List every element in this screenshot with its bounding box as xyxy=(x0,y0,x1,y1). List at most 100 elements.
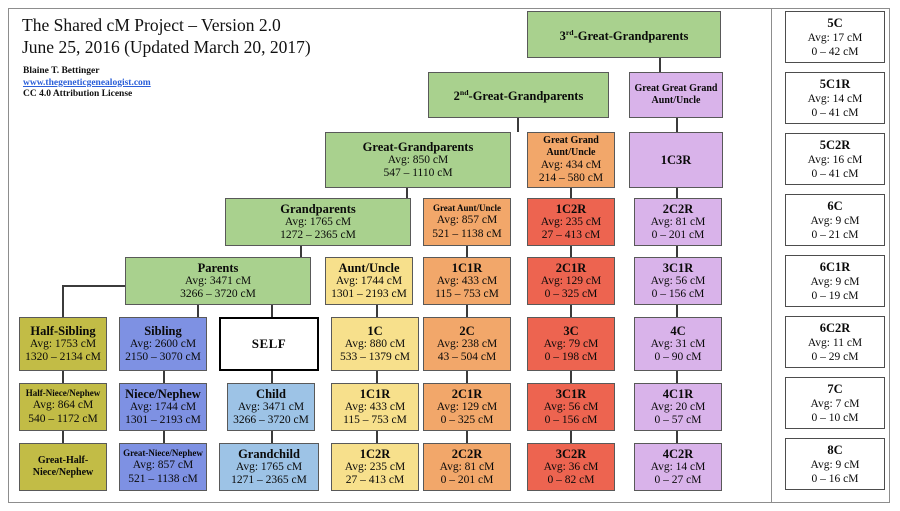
author-name: Blaine T. Bettinger xyxy=(23,66,100,76)
connector xyxy=(197,305,199,317)
box-3c1r-bottom[interactable]: 3C1R Avg: 56 cM 0 – 156 cM xyxy=(527,383,615,431)
box-sibling[interactable]: Sibling Avg: 2600 cM 2150 – 3070 cM xyxy=(119,317,207,371)
box-label: 4C1R xyxy=(662,386,694,401)
box-average: Avg: 11 cM xyxy=(807,336,863,349)
box-1c2r-bottom[interactable]: 1C2R Avg: 235 cM 27 – 413 cM xyxy=(331,443,419,491)
vertical-divider xyxy=(771,9,772,502)
box-4c2r[interactable]: 4C2R Avg: 14 cM 0 – 27 cM xyxy=(634,443,722,491)
box-5c2r[interactable]: 5C2R Avg: 16 cM 0 – 41 cM xyxy=(785,133,885,185)
connector xyxy=(517,118,519,132)
box-range: 2150 – 3070 cM xyxy=(125,351,201,363)
box-1c3r[interactable]: 1C3R xyxy=(629,132,723,188)
box-range: 540 – 1172 cM xyxy=(28,412,98,425)
connector xyxy=(271,371,273,383)
box-1c2r-top[interactable]: 1C2R Avg: 235 cM 27 – 413 cM xyxy=(527,198,615,246)
box-average: Avg: 1765 cM xyxy=(235,460,303,473)
box-6c2r[interactable]: 6C2R Avg: 11 cM 0 – 29 cM xyxy=(785,316,885,368)
box-great-aunt-uncle[interactable]: Great Aunt/Uncle Avg: 857 cM 521 – 1138 … xyxy=(423,198,511,246)
connector xyxy=(676,431,678,443)
box-2c1r-top[interactable]: 2C1R Avg: 129 cM 0 – 325 cM xyxy=(527,257,615,305)
box-range: 0 – 198 cM xyxy=(544,351,598,363)
box-average: Avg: 9 cM xyxy=(810,214,860,227)
box-2c2r-bottom[interactable]: 2C2R Avg: 81 cM 0 – 201 cM xyxy=(423,443,511,491)
box-3c2r[interactable]: 3C2R Avg: 36 cM 0 – 82 cM xyxy=(527,443,615,491)
box-label: Niece/Nephew xyxy=(125,386,201,401)
box-4c[interactable]: 4C Avg: 31 cM 0 – 90 cM xyxy=(634,317,722,371)
box-average: Avg: 79 cM xyxy=(543,337,599,350)
box-range: 533 – 1379 cM xyxy=(340,351,410,363)
box-6c[interactable]: 6C Avg: 9 cM 0 – 21 cM xyxy=(785,194,885,246)
box-average: Avg: 56 cM xyxy=(650,274,706,287)
box-self[interactable]: SELF xyxy=(219,317,319,371)
box-child[interactable]: Child Avg: 3471 cM 3266 – 3720 cM xyxy=(227,383,315,431)
connector xyxy=(570,371,572,383)
connector-elbow-horizontal xyxy=(62,285,127,287)
box-8c[interactable]: 8C Avg: 9 cM 0 – 16 cM xyxy=(785,438,885,490)
box-half-niece-nephew[interactable]: Half-Niece/Nephew Avg: 864 cM 540 – 1172… xyxy=(19,383,107,431)
box-range: 1271 – 2365 cM xyxy=(231,474,307,486)
box-average: Avg: 235 cM xyxy=(344,460,406,473)
connector xyxy=(676,371,678,383)
box-label: 4C2R xyxy=(662,446,694,461)
box-2c2r-top[interactable]: 2C2R Avg: 81 cM 0 – 201 cM xyxy=(634,198,722,246)
box-1c[interactable]: 1C Avg: 880 cM 533 – 1379 cM xyxy=(331,317,419,371)
connector xyxy=(271,305,273,317)
box-2c1r-bottom[interactable]: 2C1R Avg: 129 cM 0 – 325 cM xyxy=(423,383,511,431)
box-great-great-grand-aunt-uncle[interactable]: Great Great Grand Aunt/Uncle xyxy=(629,72,723,118)
box-average: Avg: 20 cM xyxy=(650,400,706,413)
box-label: 6C xyxy=(827,198,843,213)
box-label: Grandchild xyxy=(238,446,300,461)
box-niece-nephew[interactable]: Niece/Nephew Avg: 1744 cM 1301 – 2193 cM xyxy=(119,383,207,431)
box-7c[interactable]: 7C Avg: 7 cM 0 – 10 cM xyxy=(785,377,885,429)
box-average: Avg: 14 cM xyxy=(650,460,706,473)
box-range: 0 – 41 cM xyxy=(811,106,859,119)
box-average: Avg: 17 cM xyxy=(807,31,863,44)
box-great-niece-nephew[interactable]: Great-Niece/Nephew Avg: 857 cM 521 – 113… xyxy=(119,443,207,491)
box-label: 7C xyxy=(827,381,843,396)
connector xyxy=(163,431,165,443)
box-3c[interactable]: 3C Avg: 79 cM 0 – 198 cM xyxy=(527,317,615,371)
box-label: 1C3R xyxy=(660,153,692,167)
box-range: 0 – 16 cM xyxy=(811,472,859,485)
box-range: 0 – 42 cM xyxy=(811,45,859,58)
box-range: 43 – 504 cM xyxy=(437,351,497,363)
box-2nd-great-grandparents[interactable]: 2nd-Great-Grandparents xyxy=(428,72,609,118)
box-great-half-niece-nephew[interactable]: Great-Half-Niece/Nephew xyxy=(19,443,107,491)
box-label: 5C1R xyxy=(819,76,851,91)
box-great-grand-aunt-uncle[interactable]: Great Grand Aunt/Uncle Avg: 434 cM 214 –… xyxy=(527,132,615,188)
connector xyxy=(466,371,468,383)
box-label: 3C1R xyxy=(662,260,694,275)
box-average: Avg: 235 cM xyxy=(540,215,602,228)
box-1c1r-bottom[interactable]: 1C1R Avg: 433 cM 115 – 753 cM xyxy=(331,383,419,431)
website-link[interactable]: www.thegeneticgenealogist.com xyxy=(23,77,151,88)
connector xyxy=(466,431,468,443)
box-5c1r[interactable]: 5C1R Avg: 14 cM 0 – 41 cM xyxy=(785,72,885,124)
box-label: 1C2R xyxy=(359,446,391,461)
box-grandparents[interactable]: Grandparents Avg: 1765 cM 1272 – 2365 cM xyxy=(225,198,411,246)
box-range: 0 – 27 cM xyxy=(654,474,702,486)
box-great-grandparents[interactable]: Great-Grandparents Avg: 850 cM 547 – 111… xyxy=(325,132,511,188)
box-5c[interactable]: 5C Avg: 17 cM 0 – 42 cM xyxy=(785,11,885,63)
box-range: 1301 – 2193 cM xyxy=(331,288,407,300)
box-label: 3C xyxy=(563,323,579,338)
box-parents[interactable]: Parents Avg: 3471 cM 3266 – 3720 cM xyxy=(125,257,311,305)
box-average: Avg: 433 cM xyxy=(436,274,498,287)
box-2c[interactable]: 2C Avg: 238 cM 43 – 504 cM xyxy=(423,317,511,371)
box-half-sibling[interactable]: Half-Sibling Avg: 1753 cM 1320 – 2134 cM xyxy=(19,317,107,371)
box-1c1r-top[interactable]: 1C1R Avg: 433 cM 115 – 753 cM xyxy=(423,257,511,305)
box-6c1r[interactable]: 6C1R Avg: 9 cM 0 – 19 cM xyxy=(785,255,885,307)
connector xyxy=(466,305,468,317)
box-4c1r[interactable]: 4C1R Avg: 20 cM 0 – 57 cM xyxy=(634,383,722,431)
connector xyxy=(62,431,64,443)
box-3rd-great-grandparents[interactable]: 3rd-Great-Grandparents xyxy=(527,11,721,58)
box-average: Avg: 2600 cM xyxy=(129,337,197,350)
connector xyxy=(466,246,468,258)
box-3c1r-top[interactable]: 3C1R Avg: 56 cM 0 – 156 cM xyxy=(634,257,722,305)
box-grandchild[interactable]: Grandchild Avg: 1765 cM 1271 – 2365 cM xyxy=(219,443,319,491)
box-range: 0 – 201 cM xyxy=(440,474,494,486)
box-label: 4C xyxy=(670,323,686,338)
box-average: Avg: 56 cM xyxy=(543,400,599,413)
box-aunt-uncle[interactable]: Aunt/Uncle Avg: 1744 cM 1301 – 2193 cM xyxy=(325,257,413,305)
box-range: 1272 – 2365 cM xyxy=(280,229,356,241)
box-label: Half-Sibling xyxy=(30,323,96,338)
